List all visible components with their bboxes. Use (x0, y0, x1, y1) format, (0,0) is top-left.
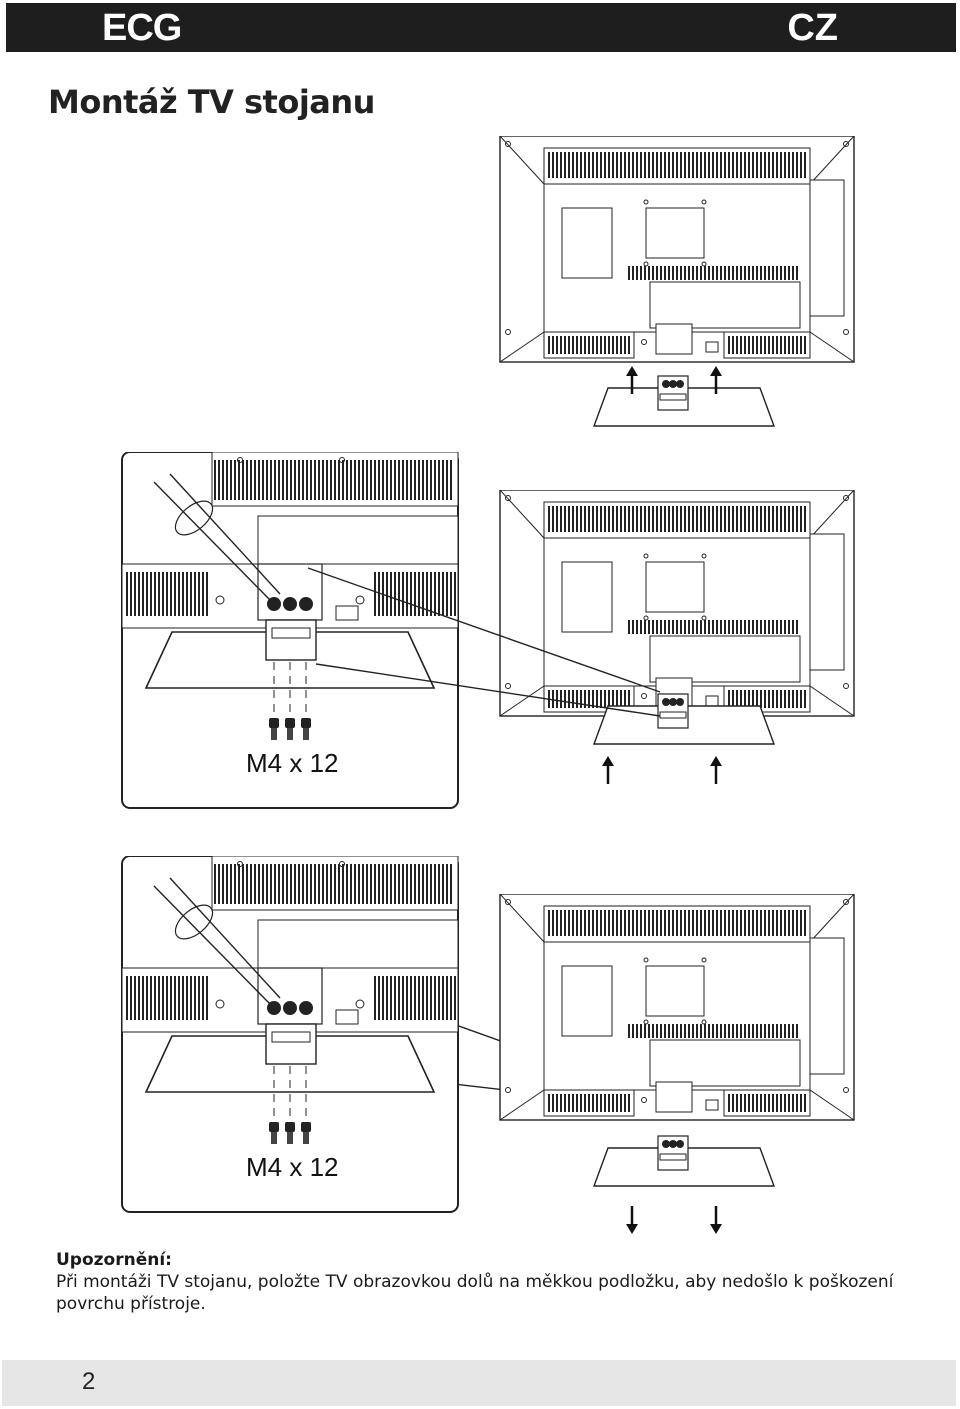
screw-size-label: M4 x 12 (246, 1152, 339, 1182)
screw-size-label: M4 x 12 (246, 748, 339, 778)
figure-tv-stand-removed (499, 894, 855, 1234)
page-title: Montáž TV stojanu (48, 83, 375, 121)
figure-screw-closeup-2: M4 x 12 (120, 856, 460, 1216)
footer-bar: 2 (2, 1360, 956, 1406)
notice: Upozornění: Při montáži TV stojanu, polo… (56, 1249, 936, 1315)
language-code: CZ (787, 7, 838, 49)
notice-heading: Upozornění: (56, 1250, 172, 1270)
figure-screw-closeup-1: M4 x 12 (120, 452, 460, 812)
page-number: 2 (82, 1368, 96, 1395)
brand-logo: ECG (102, 7, 182, 49)
notice-body: Při montáži TV stojanu, položte TV obraz… (56, 1272, 894, 1314)
header-bar: ECG CZ (6, 3, 956, 52)
